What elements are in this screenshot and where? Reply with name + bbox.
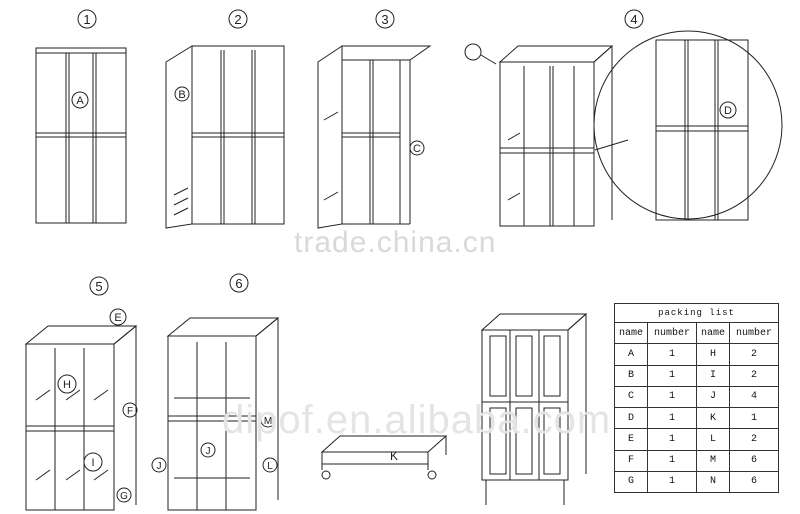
step-6-cabinet: 6 M J J L bbox=[151, 273, 280, 511]
table-row: C 1 J 4 bbox=[613, 385, 779, 409]
step-3-number: 3 bbox=[381, 12, 388, 27]
step-1-number: 1 bbox=[83, 12, 90, 27]
cell: M bbox=[695, 449, 731, 472]
label-H: H bbox=[63, 379, 71, 391]
step-2-cabinet: 2 B bbox=[165, 9, 285, 229]
header-name: name bbox=[613, 321, 649, 345]
cell: G bbox=[613, 470, 649, 494]
label-J-step6: J bbox=[206, 446, 211, 457]
label-M: M bbox=[264, 416, 272, 427]
cell: 1 bbox=[729, 406, 779, 430]
cell: 2 bbox=[729, 364, 779, 387]
cell: 6 bbox=[729, 449, 779, 472]
watermark-trade: trade.china.cn bbox=[294, 226, 497, 259]
step-5-number: 5 bbox=[95, 279, 102, 294]
table-row: G 1 N 6 bbox=[613, 470, 779, 494]
packing-list-title: packing list bbox=[614, 303, 779, 323]
header-number: number bbox=[647, 321, 697, 345]
label-C: C bbox=[413, 143, 421, 155]
packing-list-header-row: name number name number bbox=[613, 321, 779, 345]
label-J: J bbox=[157, 461, 162, 472]
cell: 1 bbox=[647, 343, 697, 366]
step-2-number: 2 bbox=[234, 12, 241, 27]
label-F: F bbox=[127, 406, 133, 417]
panel-outline bbox=[35, 47, 127, 224]
cell: K bbox=[695, 406, 731, 430]
packing-list-table: packing list name number name number A 1… bbox=[613, 303, 779, 494]
cell: D bbox=[613, 406, 649, 430]
table-row: A 1 H 2 bbox=[613, 343, 779, 366]
cell: H bbox=[695, 343, 731, 366]
packing-list-title-row: packing list bbox=[614, 303, 779, 323]
step-1-number-circle bbox=[77, 9, 97, 29]
label-B: B bbox=[178, 89, 185, 101]
cell: 1 bbox=[647, 406, 697, 430]
label-K: K bbox=[390, 449, 398, 463]
label-A: A bbox=[76, 95, 84, 107]
label-A-circle bbox=[71, 91, 89, 109]
step-1-panel: 1 A bbox=[35, 9, 127, 224]
side-panel bbox=[165, 45, 193, 229]
label-G: G bbox=[120, 491, 128, 502]
header-name: name bbox=[695, 321, 731, 345]
cell: 1 bbox=[647, 428, 697, 451]
cell: 2 bbox=[729, 343, 779, 366]
cell: 1 bbox=[647, 364, 697, 387]
table-row: F 1 M 6 bbox=[613, 449, 779, 472]
cell: F bbox=[613, 449, 649, 472]
cell: 1 bbox=[647, 470, 697, 494]
cell: 4 bbox=[729, 385, 779, 409]
watermark-brand: dipof.en.alibaba.com bbox=[222, 398, 612, 442]
cell: 1 bbox=[647, 385, 697, 409]
step-3-cabinet: 3 C bbox=[317, 9, 432, 229]
cell: L bbox=[695, 428, 731, 451]
base-frame: K bbox=[320, 435, 448, 480]
cell: B bbox=[613, 364, 649, 387]
step-5-cabinet: 5 E F G H I bbox=[24, 276, 138, 511]
table-row: D 1 K 1 bbox=[613, 406, 779, 430]
cell: J bbox=[695, 385, 731, 409]
label-D: D bbox=[724, 105, 732, 117]
label-I: I bbox=[91, 457, 94, 469]
table-row: B 1 I 2 bbox=[613, 364, 779, 387]
cell: E bbox=[613, 428, 649, 451]
header-number: number bbox=[729, 321, 779, 345]
cell: 1 bbox=[647, 449, 697, 472]
step-6-number: 6 bbox=[235, 276, 242, 291]
step-4-cabinet: 4 D bbox=[464, 9, 783, 227]
label-L: L bbox=[267, 461, 273, 472]
cell: I bbox=[695, 364, 731, 387]
cell: C bbox=[613, 385, 649, 409]
cell: A bbox=[613, 343, 649, 366]
cell: 6 bbox=[729, 470, 779, 494]
cell: N bbox=[695, 470, 731, 494]
table-row: E 1 L 2 bbox=[613, 428, 779, 451]
step-4-number: 4 bbox=[630, 12, 637, 27]
finished-locker bbox=[480, 313, 588, 505]
label-E: E bbox=[114, 312, 121, 324]
cell: 2 bbox=[729, 428, 779, 451]
